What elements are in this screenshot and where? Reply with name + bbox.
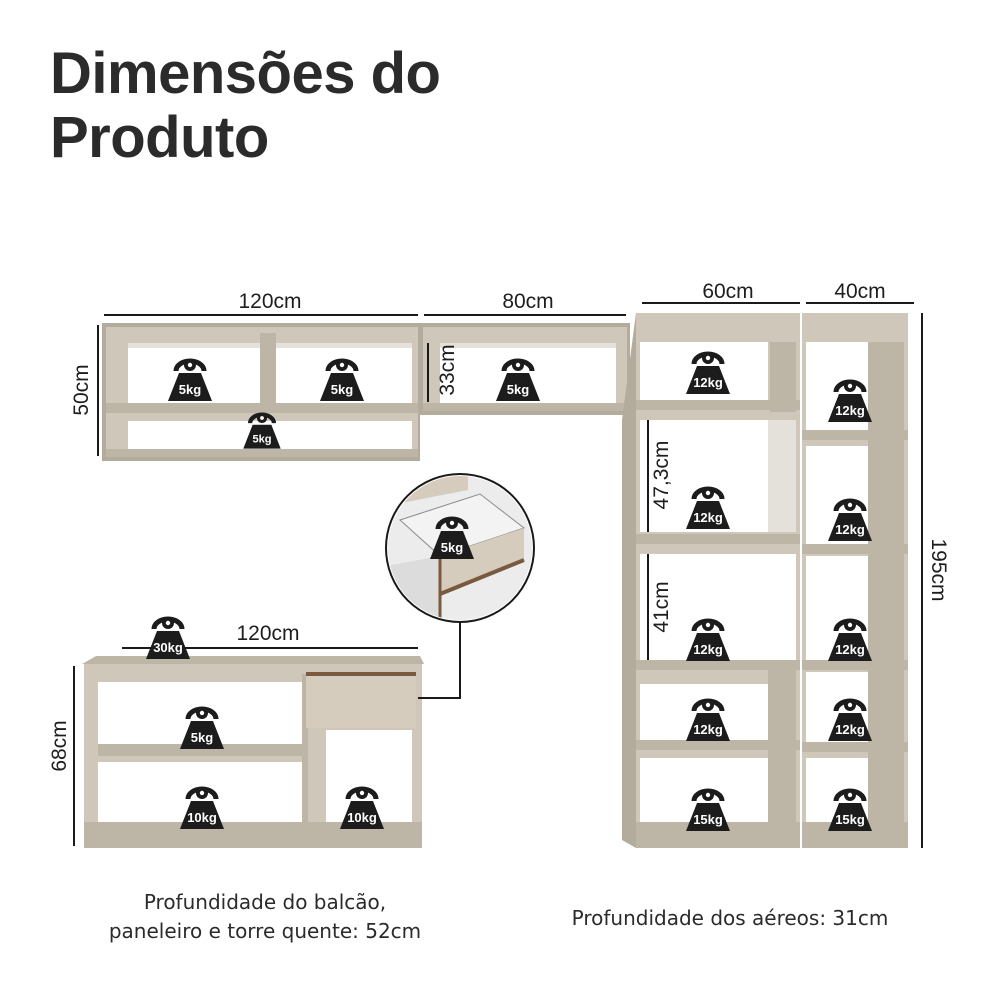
title-line-2: Produto xyxy=(50,105,269,170)
weight-label: 12kg xyxy=(835,403,865,418)
weight-label: 5kg xyxy=(179,382,201,397)
weight-label: 10kg xyxy=(187,810,217,825)
weight-label: 15kg xyxy=(835,812,865,827)
weight-label: 5kg xyxy=(331,382,353,397)
weight-label: 12kg xyxy=(835,522,865,537)
weight-badge: 5kg xyxy=(243,413,280,449)
weight-label: 12kg xyxy=(693,375,723,390)
weight-label: 15kg xyxy=(693,812,723,827)
weight-label: 12kg xyxy=(693,510,723,525)
tower-40cm xyxy=(802,313,908,848)
counter-depth-line-2: paneleiro e torre quente: 52cm xyxy=(108,919,422,943)
weight-badge: 12kg xyxy=(828,380,872,422)
weight-label: 5kg xyxy=(191,730,213,745)
dim-tower-a-width: 60cm xyxy=(702,280,753,303)
dim-counter-height: 68cm xyxy=(48,720,71,771)
weight-badge: 12kg xyxy=(686,352,730,394)
weight-label: 10kg xyxy=(347,810,377,825)
weight-badge: 10kg xyxy=(180,787,224,829)
counter-depth-line-1: Profundidade do balcão, xyxy=(143,890,387,914)
weight-label: 12kg xyxy=(835,722,865,737)
weight-badge: 12kg xyxy=(686,699,730,741)
weight-badge: 5kg xyxy=(496,359,540,401)
dim-tall-height: 195cm xyxy=(927,538,950,601)
tower-60cm xyxy=(622,313,800,848)
dim-counter-width: 120cm xyxy=(236,622,299,645)
dim-upper-left-width: 120cm xyxy=(238,290,301,313)
weight-badge: 5kg xyxy=(180,707,224,749)
weight-label: 30kg xyxy=(153,640,183,655)
weight-badge: 15kg xyxy=(686,789,730,831)
upper-depth-note: Profundidade dos aéreos: 31cm xyxy=(571,906,889,930)
weight-label: 5kg xyxy=(252,434,271,446)
weight-badge: 5kg xyxy=(320,359,364,401)
weight-badge: 5kg xyxy=(430,517,474,559)
weight-label: 5kg xyxy=(507,382,529,397)
dim-upper-left-height: 50cm xyxy=(70,364,93,415)
weight-badge: 12kg xyxy=(828,619,872,661)
weight-badge: 12kg xyxy=(828,699,872,741)
title-line-1: Dimensões do xyxy=(50,41,441,106)
weight-label: 12kg xyxy=(693,642,723,657)
dimension-lines xyxy=(73,302,923,848)
weight-label: 12kg xyxy=(693,722,723,737)
dim-tower-b-width: 40cm xyxy=(834,280,885,303)
weight-badge: 12kg xyxy=(686,619,730,661)
weight-badge: 5kg xyxy=(168,359,212,401)
weight-badge: 10kg xyxy=(340,787,384,829)
weight-badge: 30kg xyxy=(146,617,190,659)
weight-badge: 12kg xyxy=(828,499,872,541)
weight-badge: 12kg xyxy=(686,487,730,529)
dim-upper-mid-inner-height: 33cm xyxy=(436,344,459,395)
weight-label: 12kg xyxy=(835,642,865,657)
dim-upper-mid-width: 80cm xyxy=(502,290,553,313)
dim-tower-gap-2: 41cm xyxy=(650,581,673,632)
counter-depth-note: Profundidade do balcão, paneleiro e torr… xyxy=(90,888,440,946)
dim-tower-gap-1: 47,3cm xyxy=(650,441,673,510)
page-title: Dimensões do Produto xyxy=(50,41,441,170)
weight-badge: 15kg xyxy=(828,789,872,831)
weight-label: 5kg xyxy=(441,540,463,555)
